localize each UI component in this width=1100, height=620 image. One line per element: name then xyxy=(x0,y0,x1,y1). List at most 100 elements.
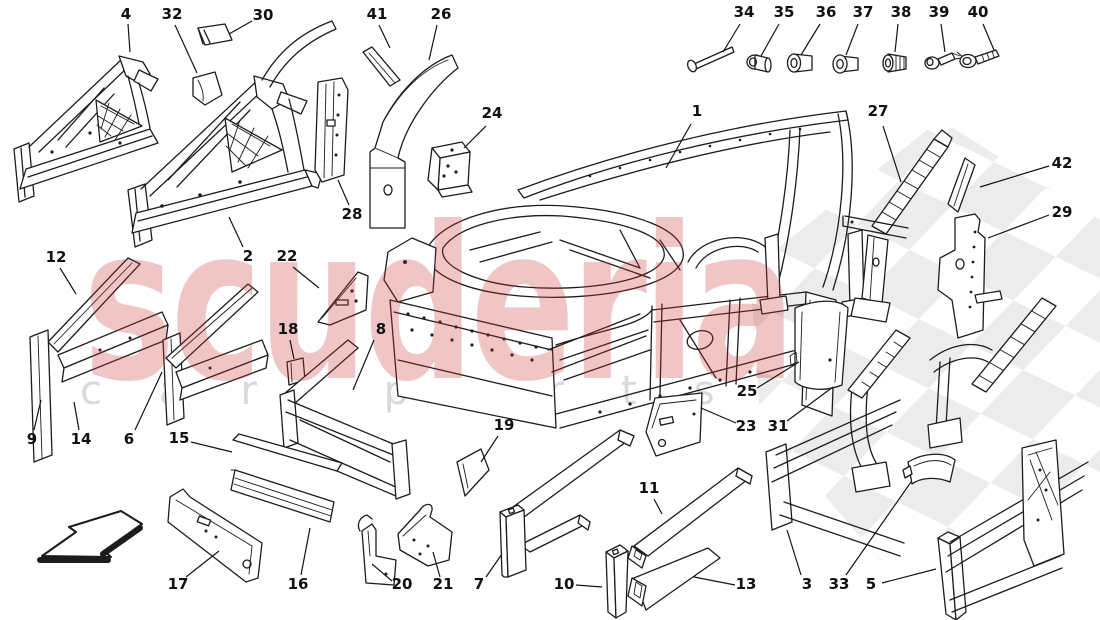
callout-10: 10 xyxy=(554,575,575,593)
fastener-40-hex-screw xyxy=(959,49,1000,69)
leader-line-9 xyxy=(33,399,42,431)
callout-35: 35 xyxy=(774,3,795,21)
leader-line-11 xyxy=(653,498,663,515)
part-23-panel xyxy=(645,392,703,457)
part-24-bracket xyxy=(427,141,473,198)
part-29-inner-pillar xyxy=(937,213,1003,339)
callout-19: 19 xyxy=(494,416,515,434)
leader-line-42 xyxy=(979,165,1050,188)
leader-line-5 xyxy=(881,568,937,584)
leader-line-7 xyxy=(485,553,503,578)
leader-line-34 xyxy=(722,23,741,53)
callout-18: 18 xyxy=(278,320,299,338)
part-4-front-frame-lh xyxy=(13,55,159,203)
watermark-brand: scuderia xyxy=(83,182,791,429)
part-13-tube xyxy=(627,547,721,611)
callout-4: 4 xyxy=(121,5,131,23)
part-9-end-cap xyxy=(29,329,53,463)
leader-line-22 xyxy=(292,266,320,289)
leader-line-40 xyxy=(982,23,995,51)
part-15-strip xyxy=(232,433,343,472)
leader-line-10 xyxy=(575,584,603,588)
part-20-l-bracket xyxy=(357,514,397,586)
callout-37: 37 xyxy=(853,3,874,21)
part-28-inner-pillar xyxy=(314,77,349,183)
leader-line-1 xyxy=(665,123,692,169)
leader-line-23 xyxy=(700,407,737,424)
part-42-wedge-strip xyxy=(947,157,976,213)
part-32-wedge xyxy=(192,71,223,106)
part-19-pad xyxy=(456,448,490,497)
parts-layer xyxy=(13,20,1089,620)
leader-line-26 xyxy=(428,24,438,61)
callout-16: 16 xyxy=(288,575,309,593)
leader-line-24 xyxy=(463,125,487,149)
leader-line-28 xyxy=(337,179,350,206)
fastener-34-rivet-pin xyxy=(686,46,735,73)
leader-line-36 xyxy=(800,23,821,56)
fastener-38-rivet-nut xyxy=(882,53,907,73)
callout-31: 31 xyxy=(768,417,789,435)
part-27-rear-pillar xyxy=(842,129,953,323)
callout-33: 33 xyxy=(829,575,850,593)
callout-17: 17 xyxy=(168,575,189,593)
leader-line-35 xyxy=(760,23,780,57)
part-11-tube xyxy=(627,467,753,569)
leader-line-14 xyxy=(73,401,80,431)
leader-line-27 xyxy=(882,125,902,183)
part-25-curved-bracket xyxy=(789,300,849,390)
part-7-post-tubes xyxy=(499,429,635,578)
rear-frame-members xyxy=(927,297,1057,449)
callout-42: 42 xyxy=(1052,154,1073,172)
callout-41: 41 xyxy=(367,5,388,23)
callout-14: 14 xyxy=(71,430,92,448)
callout-27: 27 xyxy=(868,102,889,120)
callout-6: 6 xyxy=(124,430,134,448)
leader-line-39 xyxy=(940,23,946,53)
callout-29: 29 xyxy=(1052,203,1073,221)
callout-36: 36 xyxy=(816,3,837,21)
callout-2: 2 xyxy=(243,247,253,265)
callout-28: 28 xyxy=(342,205,363,223)
part-6-sill-group xyxy=(162,283,269,426)
fastener-37-flanged-sleeve xyxy=(832,54,859,74)
leader-line-12 xyxy=(59,267,77,295)
callout-3: 3 xyxy=(802,575,812,593)
part-26-a-pillar xyxy=(369,54,459,229)
callout-15: 15 xyxy=(169,429,190,447)
leader-line-37 xyxy=(845,23,859,56)
leader-line-13 xyxy=(693,576,736,586)
leader-line-3 xyxy=(786,529,802,576)
callout-26: 26 xyxy=(431,5,452,23)
callout-11: 11 xyxy=(639,479,660,497)
leader-line-2 xyxy=(228,216,244,248)
leader-line-8 xyxy=(352,339,375,391)
callout-40: 40 xyxy=(968,3,989,21)
leader-line-17 xyxy=(185,550,220,578)
part-5-rear-frame xyxy=(937,439,1089,620)
callout-5: 5 xyxy=(866,575,876,593)
leader-line-25 xyxy=(756,361,800,389)
callout-21: 21 xyxy=(433,575,454,593)
leader-line-6 xyxy=(134,371,163,431)
callout-22: 22 xyxy=(277,247,298,265)
part-12-rail xyxy=(47,257,141,353)
part-22-gusset xyxy=(317,271,369,326)
callout-24: 24 xyxy=(482,104,503,122)
leader-line-33 xyxy=(845,481,912,576)
part-16-rail xyxy=(230,469,335,523)
direction-arrow xyxy=(37,510,143,563)
callout-32: 32 xyxy=(162,5,183,23)
leader-line-30 xyxy=(228,20,253,35)
callout-1: 1 xyxy=(692,102,702,120)
callout-9: 9 xyxy=(27,430,37,448)
leader-line-29 xyxy=(987,214,1050,239)
part-30-sleeve xyxy=(197,23,233,46)
callout-8: 8 xyxy=(376,320,386,338)
leader-line-18 xyxy=(289,339,295,360)
callout-39: 39 xyxy=(929,3,950,21)
leader-line-4 xyxy=(127,23,131,53)
